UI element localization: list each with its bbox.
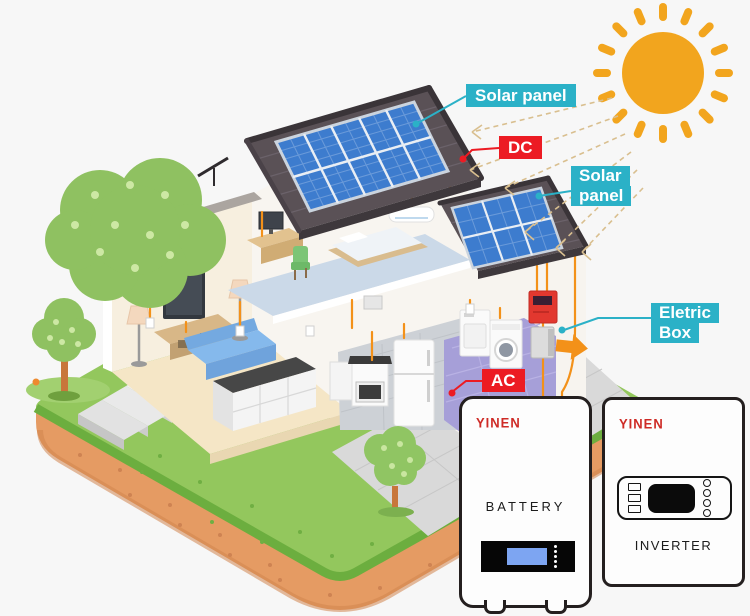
cabinet: [329, 361, 353, 401]
sun-body: [622, 32, 704, 114]
label-ac: AC: [482, 369, 525, 392]
desk: [247, 228, 303, 248]
inverter-unit: YINEN INVERTER: [602, 397, 745, 587]
inverter-label: INVERTER: [634, 538, 713, 553]
label-text: Eletric: [651, 303, 719, 323]
inverter-display-panel: [617, 476, 732, 520]
electric-box-3d: [530, 326, 555, 359]
inverter-buttons: [703, 479, 711, 517]
wall-panel: [363, 295, 383, 310]
kitchen-island: [213, 357, 316, 393]
small-tree: [32, 298, 96, 401]
battery-unit: YINEN BATTERY: [459, 396, 592, 614]
label-electric-box: Eletric Box: [651, 303, 719, 343]
label-dc: DC: [499, 136, 542, 159]
flower: [32, 378, 40, 386]
label-text: AC: [491, 371, 516, 390]
sun: [593, 3, 733, 143]
big-tree: [45, 158, 226, 308]
wall-outlets: [145, 303, 475, 337]
wall-inverter-display: [533, 296, 552, 305]
battery-foot-right: [545, 600, 567, 614]
battery-display: [481, 541, 575, 572]
tv-stand: [154, 314, 234, 344]
battery-foot-left: [484, 600, 506, 614]
energy-flow-arrow: [555, 334, 588, 360]
label-text: panel: [571, 186, 632, 206]
battery-label: BATTERY: [485, 499, 566, 514]
fridge: [393, 339, 435, 427]
bedroom-floor: [228, 234, 470, 316]
brand-logo: YINEN: [476, 414, 521, 431]
label-text: Solar panel: [475, 86, 567, 105]
label-text: Solar: [571, 166, 630, 186]
leader-lines: [412, 95, 651, 397]
wall-inverter-unit: [528, 290, 558, 324]
label-text: Box: [651, 323, 700, 343]
solar-array-side: [450, 186, 564, 270]
soil-dots: [78, 453, 432, 597]
solar-array-main: [273, 100, 451, 213]
grass-rim: [33, 404, 651, 581]
antenna-icon: [197, 156, 229, 178]
battery-buttons: [554, 545, 557, 568]
battery-screen: [507, 548, 547, 565]
inverter-screen: [648, 483, 695, 513]
inverter-indicator-lights: [628, 483, 641, 513]
label-solar-panel-main: Solar panel: [466, 84, 576, 107]
chair: [293, 246, 308, 266]
kitchen-section: [329, 295, 471, 431]
brand-logo: YINEN: [619, 415, 664, 432]
label-solar-panel-side: Solar panel: [571, 166, 632, 206]
bush: [364, 426, 426, 517]
label-text: DC: [508, 138, 533, 157]
